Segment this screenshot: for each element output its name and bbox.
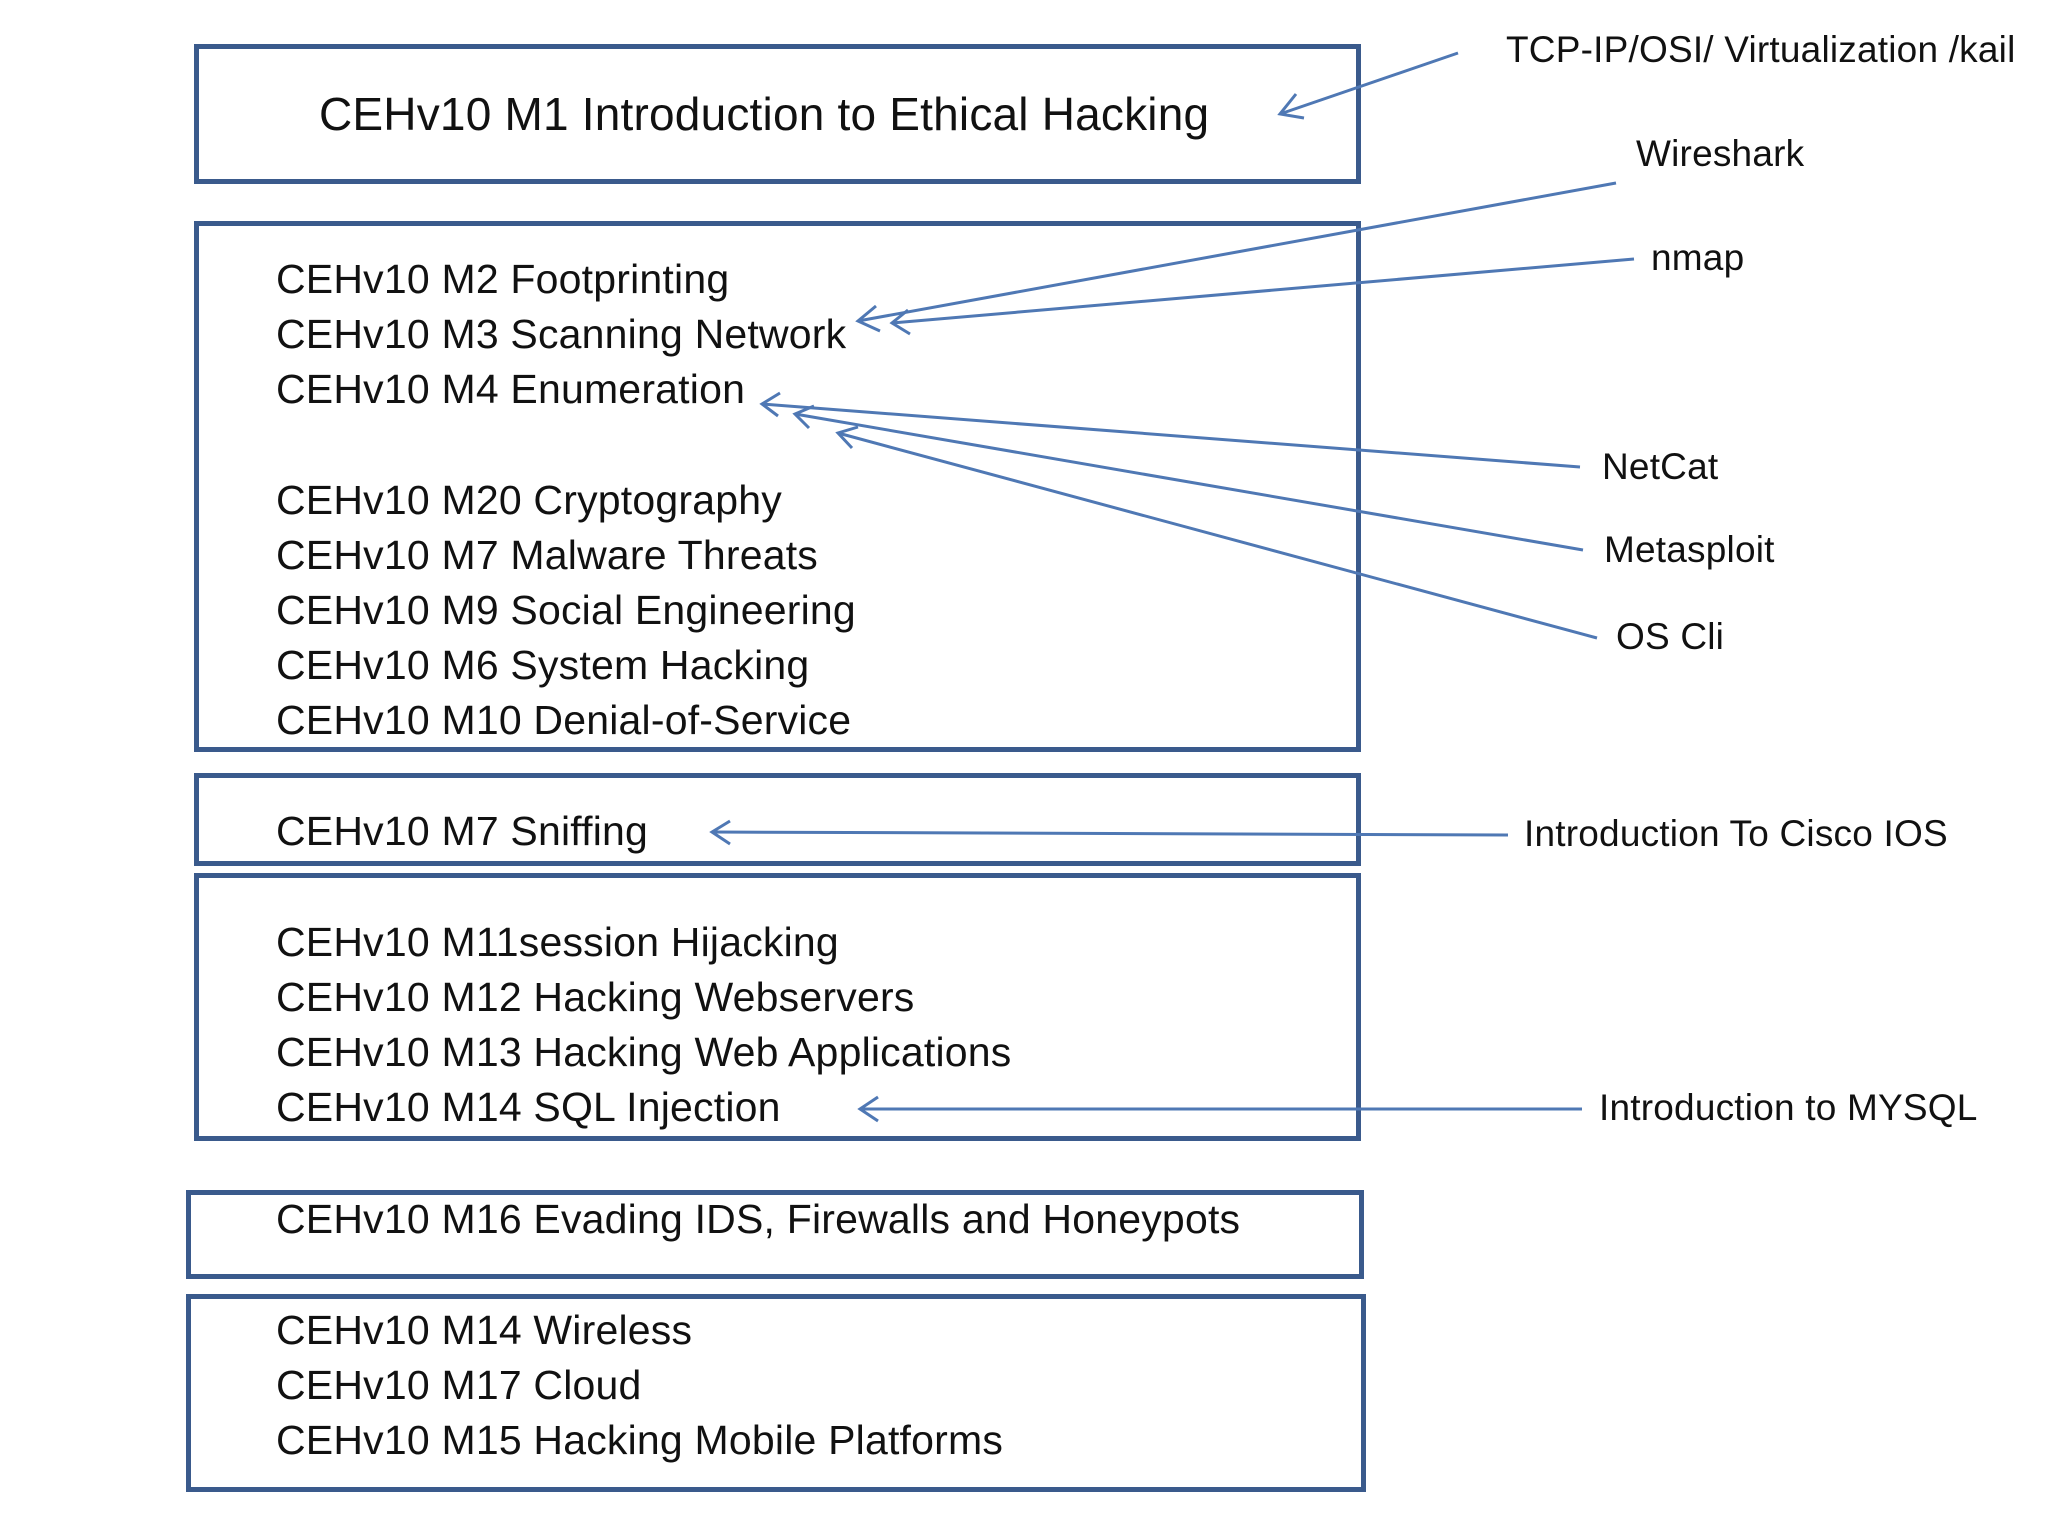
module-m1-introduction: CEHv10 M1 Introduction to Ethical Hackin… (319, 88, 1210, 140)
label-wireshark: Wireshark (1636, 133, 1805, 174)
module-box-sniffing (194, 773, 1361, 866)
module-m15-hacking-mobile-platforms: CEHv10 M15 Hacking Mobile Platforms (276, 1417, 1004, 1463)
module-m11-session-hijacking: CEHv10 M11session Hijacking (276, 919, 839, 965)
module-m17-cloud: CEHv10 M17 Cloud (276, 1362, 642, 1408)
module-m7-malware-threats: CEHv10 M7 Malware Threats (276, 532, 818, 578)
module-m20-cryptography: CEHv10 M20 Cryptography (276, 477, 782, 523)
label-nmap: nmap (1651, 237, 1745, 278)
label-intro-mysql: Introduction to MYSQL (1599, 1087, 1978, 1128)
module-box-evading (186, 1190, 1364, 1279)
label-netcat: NetCat (1602, 446, 1719, 487)
module-m13-hacking-web-applications: CEHv10 M13 Hacking Web Applications (276, 1029, 1012, 1075)
module-m12-hacking-webservers: CEHv10 M12 Hacking Webservers (276, 974, 915, 1020)
module-box-wireless-cloud-mobile (186, 1294, 1366, 1492)
module-m16-evading-ids: CEHv10 M16 Evading IDS, Firewalls and Ho… (276, 1196, 1241, 1242)
module-box-introduction (194, 44, 1361, 184)
label-intro-cisco-ios: Introduction To Cisco IOS (1524, 813, 1948, 854)
module-m10-denial-of-service: CEHv10 M10 Denial-of-Service (276, 697, 852, 743)
module-m4-enumeration: CEHv10 M4 Enumeration (276, 366, 746, 412)
module-m2-footprinting: CEHv10 M2 Footprinting (276, 256, 730, 302)
module-box-web-hacking (194, 873, 1361, 1141)
label-metasploit: Metasploit (1604, 529, 1775, 570)
module-m14-wireless: CEHv10 M14 Wireless (276, 1307, 693, 1353)
module-m7-sniffing: CEHv10 M7 Sniffing (276, 808, 649, 854)
module-m3-scanning-network: CEHv10 M3 Scanning Network (276, 311, 847, 357)
label-tcpip-osi-virtualization: TCP-IP/OSI/ Virtualization /kail (1506, 29, 2016, 70)
module-m6-system-hacking: CEHv10 M6 System Hacking (276, 642, 810, 688)
module-m9-social-engineering: CEHv10 M9 Social Engineering (276, 587, 856, 633)
label-os-cli: OS Cli (1616, 616, 1725, 657)
module-m14-sql-injection: CEHv10 M14 SQL Injection (276, 1084, 781, 1130)
